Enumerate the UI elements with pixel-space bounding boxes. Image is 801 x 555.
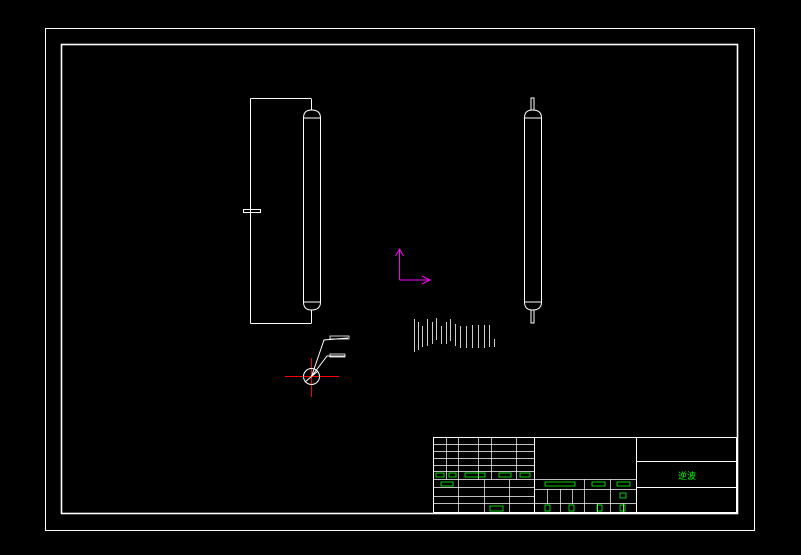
ucs-icon: [395, 247, 432, 285]
right-tube-bottom-stub: [530, 309, 535, 324]
detail-circle: [303, 368, 320, 385]
title-block-outline: [433, 437, 737, 513]
title-block[interactable]: [433, 437, 737, 513]
inner-border: [60, 43, 739, 515]
drawing-name-label: 逆波: [677, 471, 696, 482]
revision-table: [433, 437, 637, 513]
detail-symbol[interactable]: [285, 335, 350, 397]
drawing-frame: [45, 28, 755, 531]
ucs-x-arrow-icon: [421, 275, 432, 285]
leader-line-lower: [311, 355, 345, 377]
right-tube-view[interactable]: [524, 97, 542, 324]
leader-tag-lower: [329, 353, 346, 358]
bracket-tick-mark: [243, 209, 261, 213]
title-block-text-marks: [435, 472, 631, 512]
leader-tag-upper: [329, 335, 350, 340]
left-tube-view[interactable]: [243, 98, 321, 324]
text-hatch-block: [414, 318, 495, 352]
right-tube-top-stub: [530, 97, 535, 111]
ucs-y-arrow-icon: [395, 247, 404, 257]
outer-border: [45, 28, 755, 531]
